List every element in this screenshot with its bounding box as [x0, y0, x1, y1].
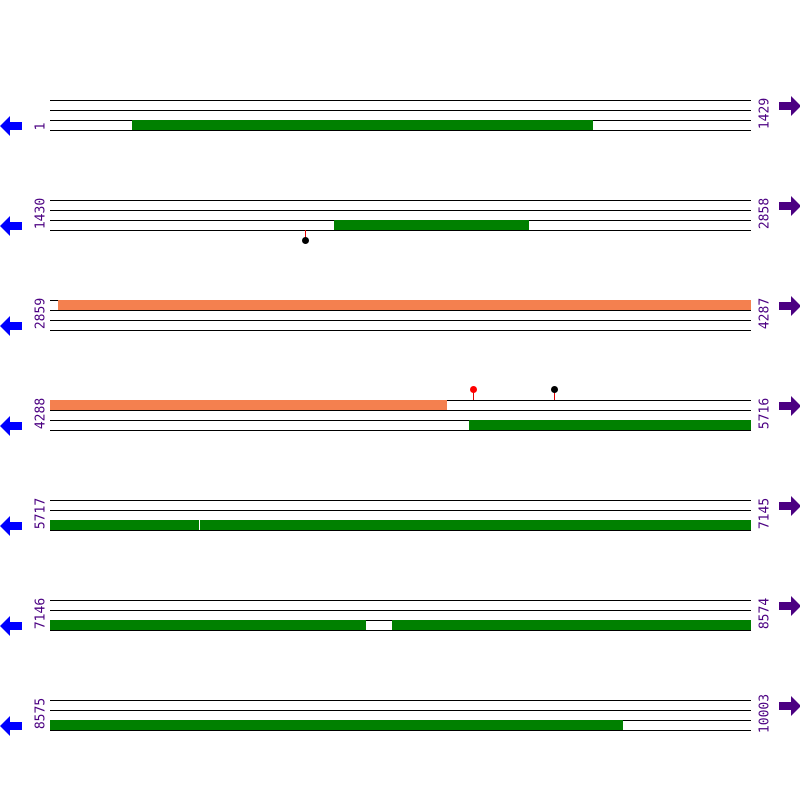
track-line — [50, 430, 751, 431]
row-start-label: 1430 — [33, 197, 49, 230]
cds-feature[interactable] — [132, 120, 593, 130]
cds-feature[interactable] — [469, 420, 751, 430]
row-end-label: 4287 — [757, 297, 773, 330]
track-line — [50, 500, 751, 501]
cds-feature[interactable] — [392, 620, 751, 630]
track-line — [50, 310, 751, 311]
track-row-6: 7146 8574 — [0, 596, 800, 700]
track-line — [50, 110, 751, 111]
marker-stem — [554, 392, 555, 400]
marker-stem — [305, 230, 306, 238]
row-end-label: 7145 — [757, 497, 773, 530]
row-start-label: 7146 — [33, 597, 49, 630]
left-arrow-icon[interactable] — [0, 116, 22, 136]
track-line — [50, 130, 751, 131]
right-arrow-icon[interactable] — [779, 196, 800, 216]
track-row-5: 5717 7145 — [0, 496, 800, 600]
variant-marker-black[interactable] — [551, 386, 558, 393]
right-arrow-icon[interactable] — [779, 496, 800, 516]
track-line — [50, 510, 751, 511]
track-line — [50, 420, 751, 421]
track-line — [50, 630, 751, 631]
variant-marker-red[interactable] — [470, 386, 477, 393]
left-arrow-icon[interactable] — [0, 716, 22, 736]
track-line — [50, 730, 751, 731]
row-end-label: 2858 — [757, 197, 773, 230]
track-row-4: 4288 5716 — [0, 386, 800, 500]
row-start-label: 8575 — [33, 697, 49, 730]
track-line — [50, 320, 751, 321]
track-line — [50, 530, 751, 531]
track-row-7: 8575 10003 — [0, 694, 800, 800]
right-arrow-icon[interactable] — [779, 396, 800, 416]
left-arrow-icon[interactable] — [0, 416, 22, 436]
cds-feature[interactable] — [50, 520, 751, 530]
track-line — [50, 700, 751, 701]
row-end-label: 10003 — [757, 693, 773, 734]
row-start-label: 1 — [33, 122, 49, 131]
right-arrow-icon[interactable] — [779, 696, 800, 716]
marker-stem — [473, 392, 474, 400]
track-line — [50, 210, 751, 211]
track-line — [50, 330, 751, 331]
row-start-label: 4288 — [33, 397, 49, 430]
row-end-label: 5716 — [757, 397, 773, 430]
track-row-1: 1 1429 — [0, 96, 800, 200]
right-arrow-icon[interactable] — [779, 596, 800, 616]
track-line — [50, 100, 751, 101]
feature-boundary-tick — [199, 520, 200, 530]
cds-feature[interactable] — [50, 620, 366, 630]
row-start-label: 5717 — [33, 497, 49, 530]
left-arrow-icon[interactable] — [0, 216, 22, 236]
track-line — [50, 410, 751, 411]
cds-feature[interactable] — [334, 220, 529, 230]
right-arrow-icon[interactable] — [779, 296, 800, 316]
track-line — [50, 230, 751, 231]
variant-marker-black[interactable] — [302, 237, 309, 244]
left-arrow-icon[interactable] — [0, 516, 22, 536]
right-arrow-icon[interactable] — [779, 96, 800, 116]
track-row-3: 2859 4287 — [0, 296, 800, 400]
track-line — [50, 600, 751, 601]
row-start-label: 2859 — [33, 297, 49, 330]
region-feature[interactable] — [58, 300, 751, 310]
row-end-label: 1429 — [757, 97, 773, 130]
cds-feature[interactable] — [50, 720, 623, 730]
left-arrow-icon[interactable] — [0, 316, 22, 336]
row-end-label: 8574 — [757, 597, 773, 630]
track-line — [50, 200, 751, 201]
track-line — [50, 610, 751, 611]
left-arrow-icon[interactable] — [0, 616, 22, 636]
region-feature[interactable] — [50, 400, 447, 410]
track-line — [50, 710, 751, 711]
track-row-2: 1430 2858 — [0, 196, 800, 300]
